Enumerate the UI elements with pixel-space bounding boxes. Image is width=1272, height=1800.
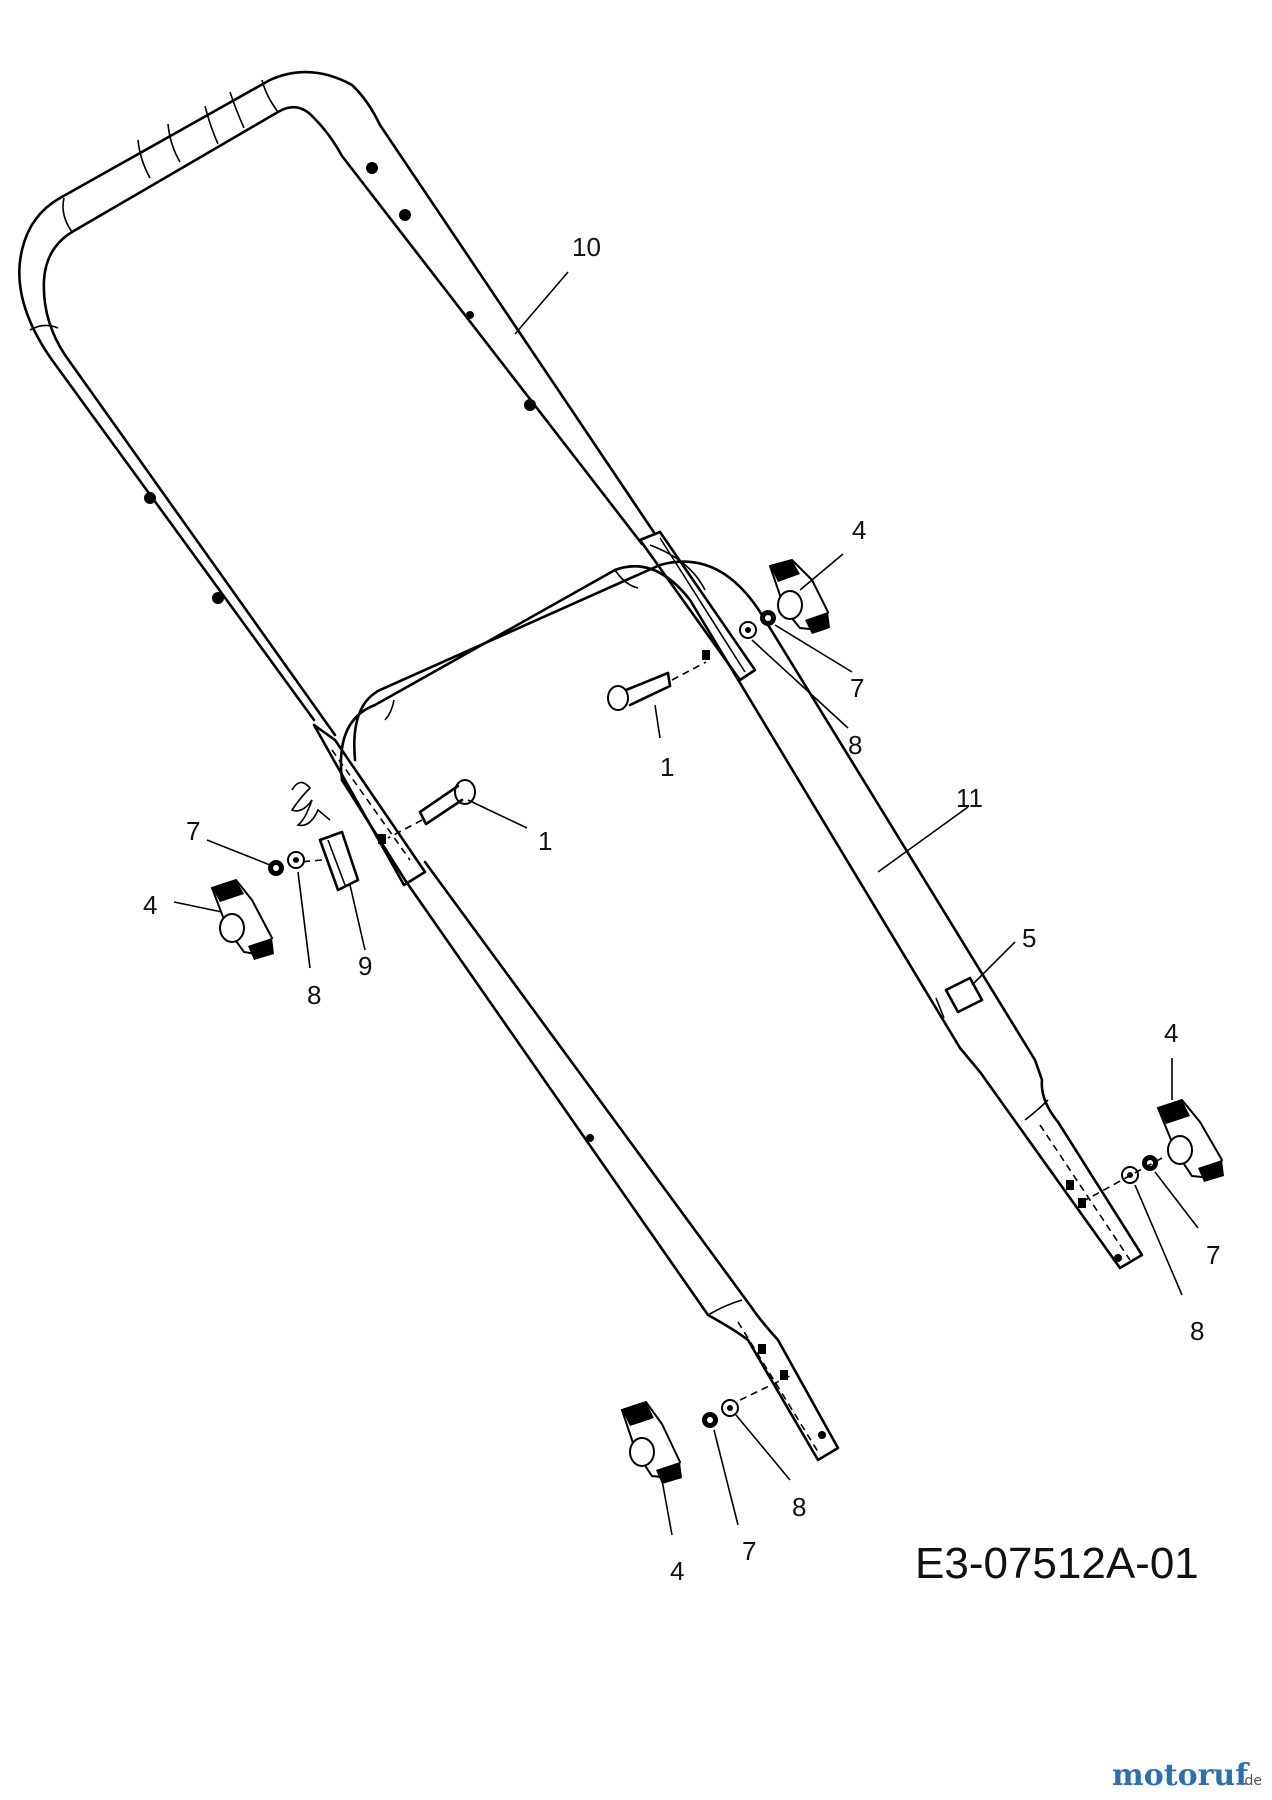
wing-knob-icon: [210, 878, 274, 960]
svg-text:motoruf: motoruf: [1112, 1758, 1250, 1793]
wing-knob-icon: [620, 1400, 682, 1484]
drawing-code: E3-07512A-01: [915, 1539, 1199, 1588]
logo-text: motoruf: [1112, 1758, 1250, 1793]
callout-label: 8: [848, 730, 862, 760]
brand-logo: motoruf .de: [1112, 1758, 1262, 1793]
callout-label: 8: [792, 1492, 806, 1522]
callout-label: 8: [1190, 1316, 1204, 1346]
upper-handle: [18, 70, 657, 887]
lower-handle: [339, 530, 1144, 1462]
callout-label: 7: [186, 816, 200, 846]
callout-label: 8: [307, 980, 321, 1010]
callout-label: 1: [660, 752, 674, 782]
logo-suffix: .de: [1240, 1773, 1262, 1789]
wing-knob-icon: [1156, 1098, 1224, 1182]
bolt-lower: [387, 779, 476, 839]
callout-label: 4: [852, 515, 866, 545]
callout-label: 1: [538, 826, 552, 856]
spring-clip: [290, 781, 360, 892]
washer-icon: [268, 610, 1158, 1428]
callout-label: 9: [358, 951, 372, 981]
callout-label: 4: [670, 1556, 684, 1586]
callout-label: 7: [1206, 1240, 1220, 1270]
callout-label: 4: [1164, 1018, 1178, 1048]
callout-label: 7: [742, 1536, 756, 1566]
callout-label: 11: [956, 783, 983, 813]
cable-clip: [935, 976, 984, 1019]
callout-label: 7: [850, 673, 864, 703]
leader-lines: [173, 271, 1199, 1536]
bolt-upper: [607, 650, 710, 711]
callout-label: 4: [143, 890, 157, 920]
rivet-icon: [144, 162, 536, 604]
callout-label: 10: [572, 232, 601, 262]
callout-label: 5: [1022, 923, 1036, 953]
wing-knob-icon: [768, 558, 830, 634]
